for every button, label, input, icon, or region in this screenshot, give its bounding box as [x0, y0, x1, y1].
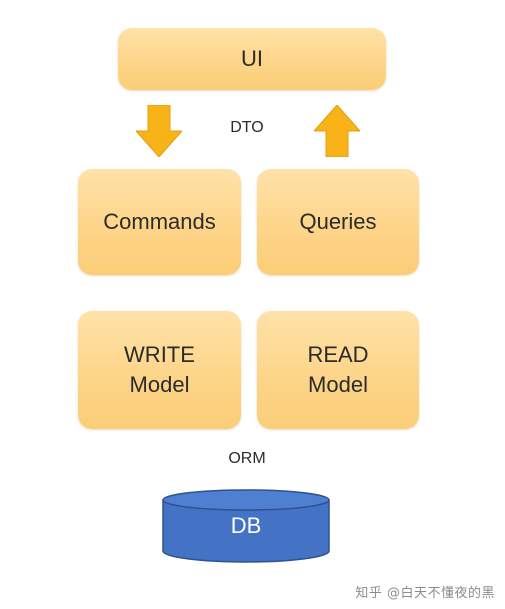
- write-model-line2: Model: [129, 372, 190, 397]
- watermark: 知乎 @白天不懂夜的黑: [355, 586, 495, 601]
- ui-label: UI: [241, 46, 263, 71]
- db-label: DB: [230, 513, 262, 538]
- orm-label: ORM: [228, 450, 266, 467]
- read-model-line2: Model: [308, 372, 368, 397]
- commands-label: Commands: [103, 209, 216, 234]
- write-model-box: WRITE Model: [78, 311, 241, 429]
- write-model-line1: WRITE: [124, 342, 195, 367]
- database-cylinder-icon: [162, 489, 330, 563]
- dto-label: DTO: [230, 119, 264, 136]
- commands-box: Commands: [78, 169, 241, 275]
- queries-box: Queries: [257, 169, 419, 275]
- read-model-box: READ Model: [257, 311, 419, 429]
- arrow-down-icon: [136, 105, 182, 157]
- ui-box: UI: [118, 28, 386, 90]
- read-model-line1: READ: [307, 342, 369, 367]
- arrow-up-icon: [314, 105, 360, 157]
- queries-label: Queries: [299, 209, 377, 234]
